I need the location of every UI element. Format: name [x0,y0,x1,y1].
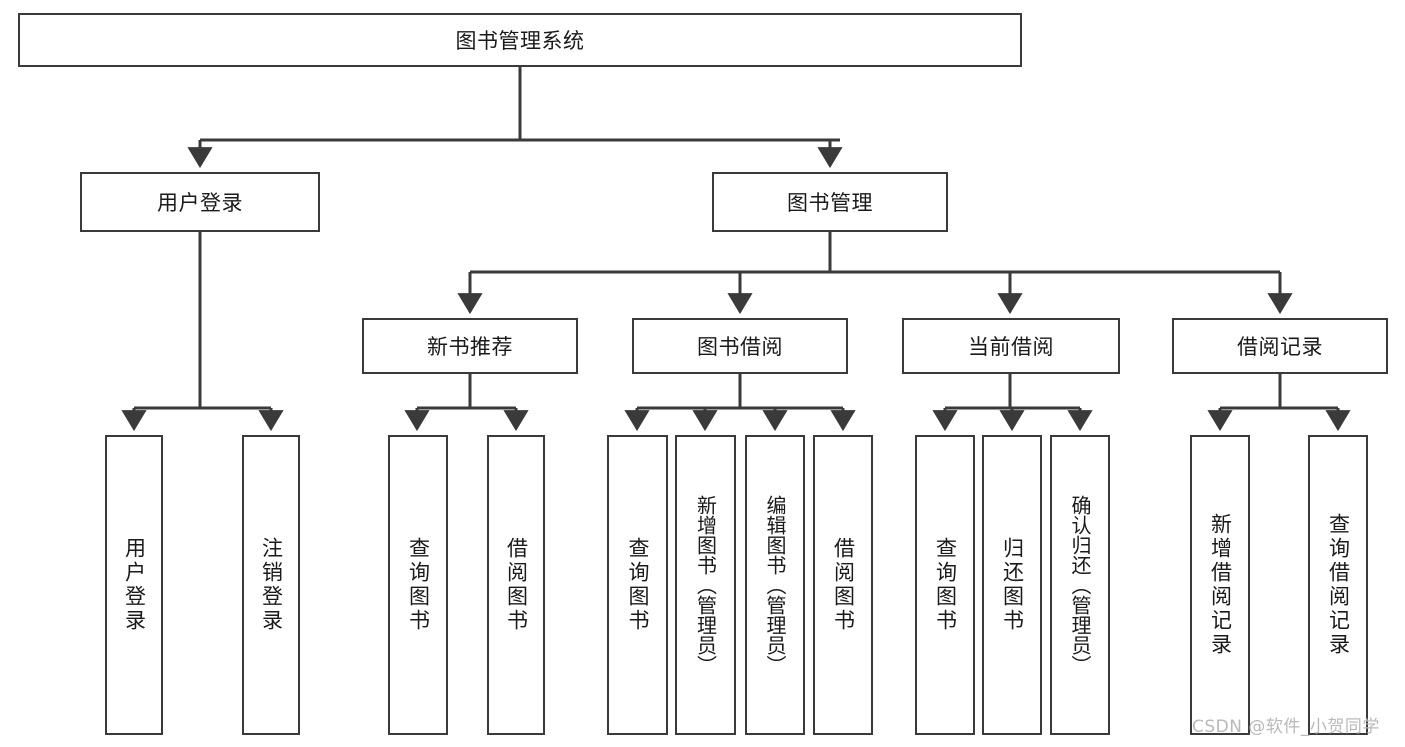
edge-group-book-management [457,232,1293,315]
node-leaf-query-books-current[interactable]: 查询图书 [915,435,975,735]
node-leaf-confirm-return-admin[interactable]: 确认归还（管理员） [1050,435,1110,735]
leaf-label: 查询图书 [626,537,650,633]
leaf-label: 查询图书 [933,537,958,633]
leaf-label: 注销登录 [259,537,284,633]
node-leaf-query-borrow-record[interactable]: 查询借阅记录 [1308,435,1368,735]
leaf-label: 编辑图书（管理员） [763,495,787,675]
node-leaf-query-books-recommend[interactable]: 查询图书 [388,435,448,735]
leaf-label: 归还图书 [1000,537,1025,633]
node-leaf-edit-book-admin[interactable]: 编辑图书（管理员） [745,435,805,735]
csdn-watermark: CSDN @软件_小贺同学 [1192,717,1380,737]
leaf-label: 新增借阅记录 [1208,513,1233,657]
leaf-label: 借阅图书 [504,537,529,633]
edge-group-new-books [404,374,529,432]
node-leaf-add-book-admin[interactable]: 新增图书（管理员） [675,435,736,735]
leaf-label: 确认归还（管理员） [1068,495,1092,675]
leaf-label: 查询图书 [406,537,431,633]
node-leaf-add-borrow-record[interactable]: 新增借阅记录 [1190,435,1250,735]
leaf-label: 新增图书（管理员） [693,495,718,675]
edge-group-book-borrow [624,374,856,432]
edge-group-user-login [121,232,284,432]
leaf-label: 用户登录 [122,537,147,633]
node-new-book-recommend[interactable]: 新书推荐 [362,318,578,374]
leaf-label: 查询借阅记录 [1326,513,1351,657]
node-leaf-logout[interactable]: 注销登录 [242,435,300,735]
node-root-system[interactable]: 图书管理系统 [18,13,1022,67]
node-leaf-borrow-book[interactable]: 借阅图书 [813,435,873,735]
leaf-label: 借阅图书 [831,537,856,633]
edge-group-root [187,67,843,169]
node-leaf-return-book[interactable]: 归还图书 [982,435,1042,735]
node-current-borrow[interactable]: 当前借阅 [902,318,1120,374]
node-book-management[interactable]: 图书管理 [712,172,948,232]
node-book-borrow[interactable]: 图书借阅 [632,318,848,374]
edge-group-borrow-records [1207,374,1351,432]
node-borrow-records[interactable]: 借阅记录 [1172,318,1388,374]
node-leaf-user-login[interactable]: 用户登录 [105,435,163,735]
node-leaf-borrow-books-recommend[interactable]: 借阅图书 [487,435,545,735]
node-leaf-query-books-borrow[interactable]: 查询图书 [607,435,668,735]
node-user-login[interactable]: 用户登录 [80,172,320,232]
edge-group-current-borrow [932,374,1093,432]
